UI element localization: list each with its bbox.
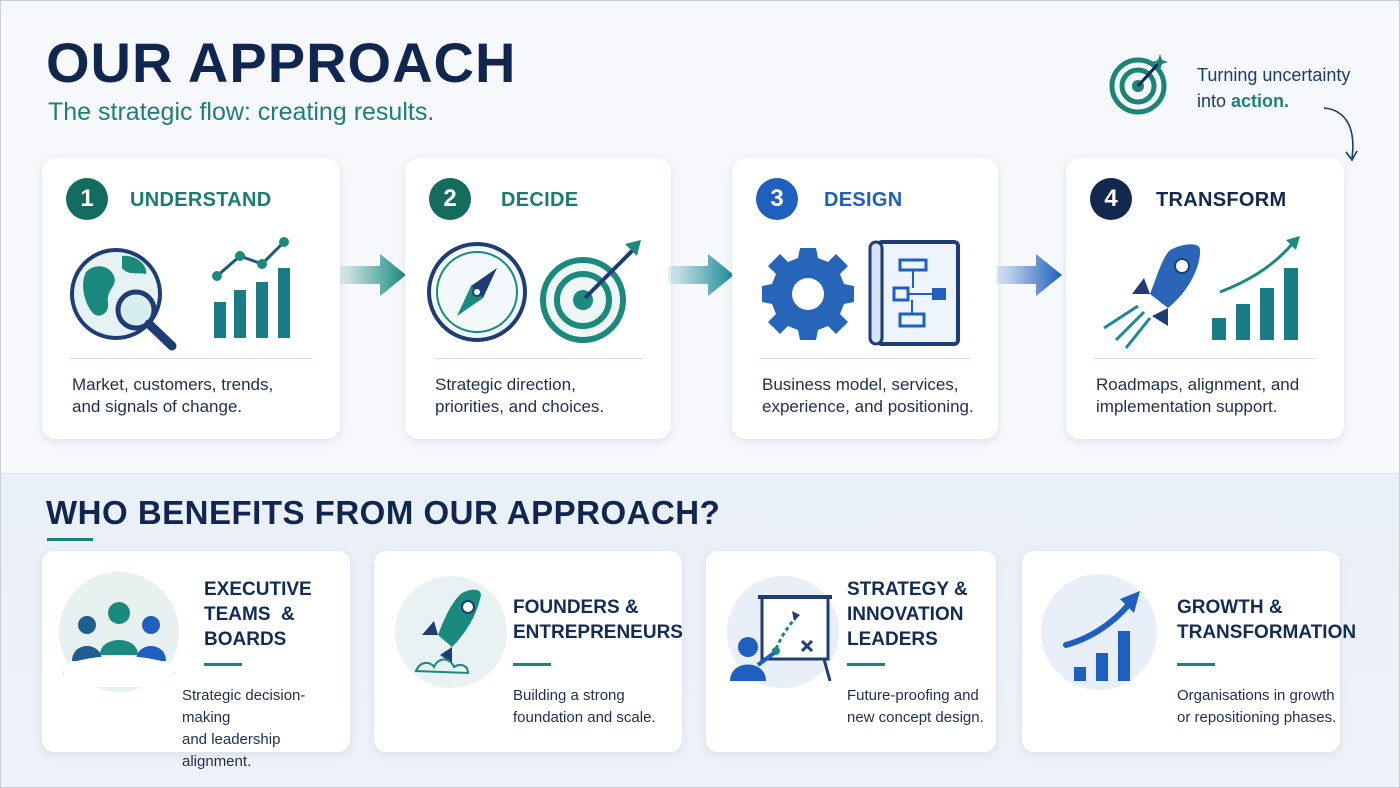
benefit-title-line: TRANSFORMATION (1177, 622, 1357, 643)
step-divider (760, 358, 970, 359)
step-illustration (427, 240, 641, 343)
benefit-title: FOUNDERS & ENTREPRENEURS (513, 595, 683, 645)
step-desc-line: implementation support. (1096, 397, 1278, 416)
compass-icon (427, 242, 527, 342)
step-divider (433, 358, 643, 359)
benefit-description: Organisations in growth or repositioning… (1177, 685, 1336, 729)
step-number-badge: 3 (756, 178, 798, 220)
benefit-desc-line: Building a strong (513, 687, 625, 704)
step-title: DECIDE (501, 189, 579, 211)
step-card-transform: 4 TRANSFORM Roadmaps, alignment, and imp… (1066, 158, 1344, 439)
step-description: Business model, services, experience, an… (762, 374, 978, 418)
benefit-title: STRATEGY & INNOVATION LEADERS (847, 577, 968, 652)
curved-arrow-icon (1323, 107, 1358, 162)
step-illustration (762, 240, 960, 346)
blueprint-icon (868, 240, 960, 346)
step-desc-line: experience, and positioning. (762, 397, 974, 416)
benefit-desc-line: and leadership alignment. (182, 731, 281, 770)
step-card-decide: 2 DECIDE Strategic direction, priorities… (405, 158, 671, 439)
benefit-card-executive: EXECUTIVE TEAMS & BOARDS Strategic decis… (42, 551, 350, 770)
target-arrow-icon (540, 240, 641, 343)
step-description: Roadmaps, alignment, and implementation … (1096, 374, 1324, 418)
step-card-design: 3 DESIGN Business model, services, exper… (732, 158, 998, 439)
benefit-title-line: LEADERS (847, 629, 938, 650)
tagline: Turning uncertainty into action. (1197, 62, 1377, 114)
benefit-desc-line: new concept design. (847, 709, 984, 726)
step-card-understand: 1 UNDERSTAND Market, customers, trends, … (42, 158, 340, 439)
step-divider (1094, 358, 1316, 359)
benefit-description: Future-proofing and new concept design. (847, 685, 984, 729)
step-description: Market, customers, trends, and signals o… (72, 374, 320, 418)
step-desc-line: Strategic direction, (435, 375, 576, 394)
step-desc-line: and signals of change. (72, 397, 243, 416)
step-illustration (1103, 236, 1300, 349)
benefits-title: WHO BENEFITS FROM OUR APPROACH? (46, 494, 721, 531)
step-title: UNDERSTAND (130, 189, 272, 211)
benefits-title-underline (47, 538, 93, 541)
flow-arrow-icon (340, 254, 406, 296)
benefit-desc-line: foundation and scale. (513, 709, 656, 726)
page-title: OUR APPROACH (46, 31, 517, 94)
step-desc-line: Market, customers, trends, (72, 375, 274, 394)
benefit-desc-line: Strategic decision-making (182, 687, 306, 726)
page-subtitle: The strategic flow: creating results. (48, 98, 435, 126)
step-desc-line: Roadmaps, alignment, and (1096, 375, 1300, 394)
tagline-accent: action. (1231, 91, 1290, 111)
gear-icon (762, 248, 854, 340)
step-illustration (70, 237, 290, 351)
globe-magnifier-icon (70, 248, 177, 351)
benefit-rule (513, 663, 551, 666)
benefit-rule (847, 663, 885, 666)
rocket-icon (395, 576, 507, 688)
benefit-description: Building a strong foundation and scale. (513, 685, 656, 729)
benefit-title: GROWTH & TRANSFORMATION (1177, 595, 1356, 645)
strategy-board-icon (727, 576, 839, 688)
tagline-line1: Turning uncertainty (1197, 65, 1351, 85)
benefit-title-line: INNOVATION (847, 604, 964, 625)
benefit-card-founders: FOUNDERS & ENTREPRENEURS Building a stro… (374, 551, 683, 752)
step-number-badge: 4 (1090, 178, 1132, 220)
rocket-icon (1103, 244, 1201, 349)
step-desc-line: priorities, and choices. (435, 397, 605, 416)
benefit-title-line: STRATEGY & (847, 579, 968, 600)
benefit-title-line: FOUNDERS & (513, 597, 639, 618)
step-desc-line: Business model, services, (762, 375, 959, 394)
tagline-into: into (1197, 91, 1232, 111)
benefit-title-line: GROWTH & (1177, 597, 1283, 618)
target-sparkle-icon (1109, 54, 1168, 115)
team-icon (59, 572, 179, 692)
benefit-rule (1177, 663, 1215, 666)
benefit-desc-line: Future-proofing and (847, 687, 979, 704)
benefit-card-strategy: STRATEGY & INNOVATION LEADERS Future-pro… (706, 551, 996, 752)
benefit-title-line: EXECUTIVE (204, 579, 312, 600)
growth-chart-icon (212, 237, 290, 338)
step-divider (70, 358, 312, 359)
benefit-title: EXECUTIVE TEAMS & BOARDS (204, 577, 312, 652)
benefit-title-line: BOARDS (204, 629, 287, 650)
step-title: DESIGN (824, 189, 903, 211)
benefit-title-line: ENTREPRENEURS (513, 622, 683, 643)
flow-arrow-icon (668, 254, 734, 296)
benefit-title-line: TEAMS & (204, 604, 295, 625)
rising-chart-icon (1212, 236, 1300, 340)
flow-arrow-icon (996, 254, 1062, 296)
benefit-desc-line: Organisations in growth (1177, 687, 1335, 704)
step-description: Strategic direction, priorities, and cho… (435, 374, 651, 418)
benefit-desc-line: or repositioning phases. (1177, 709, 1337, 726)
benefit-card-growth: GROWTH & TRANSFORMATION Organisations in… (1022, 551, 1356, 752)
step-title: TRANSFORM (1156, 189, 1287, 211)
benefit-rule (204, 663, 242, 666)
growth-arrow-icon (1041, 574, 1157, 690)
step-number-badge: 2 (429, 178, 471, 220)
step-number-badge: 1 (66, 178, 108, 220)
benefit-description: Strategic decision-making and leadership… (182, 685, 350, 773)
